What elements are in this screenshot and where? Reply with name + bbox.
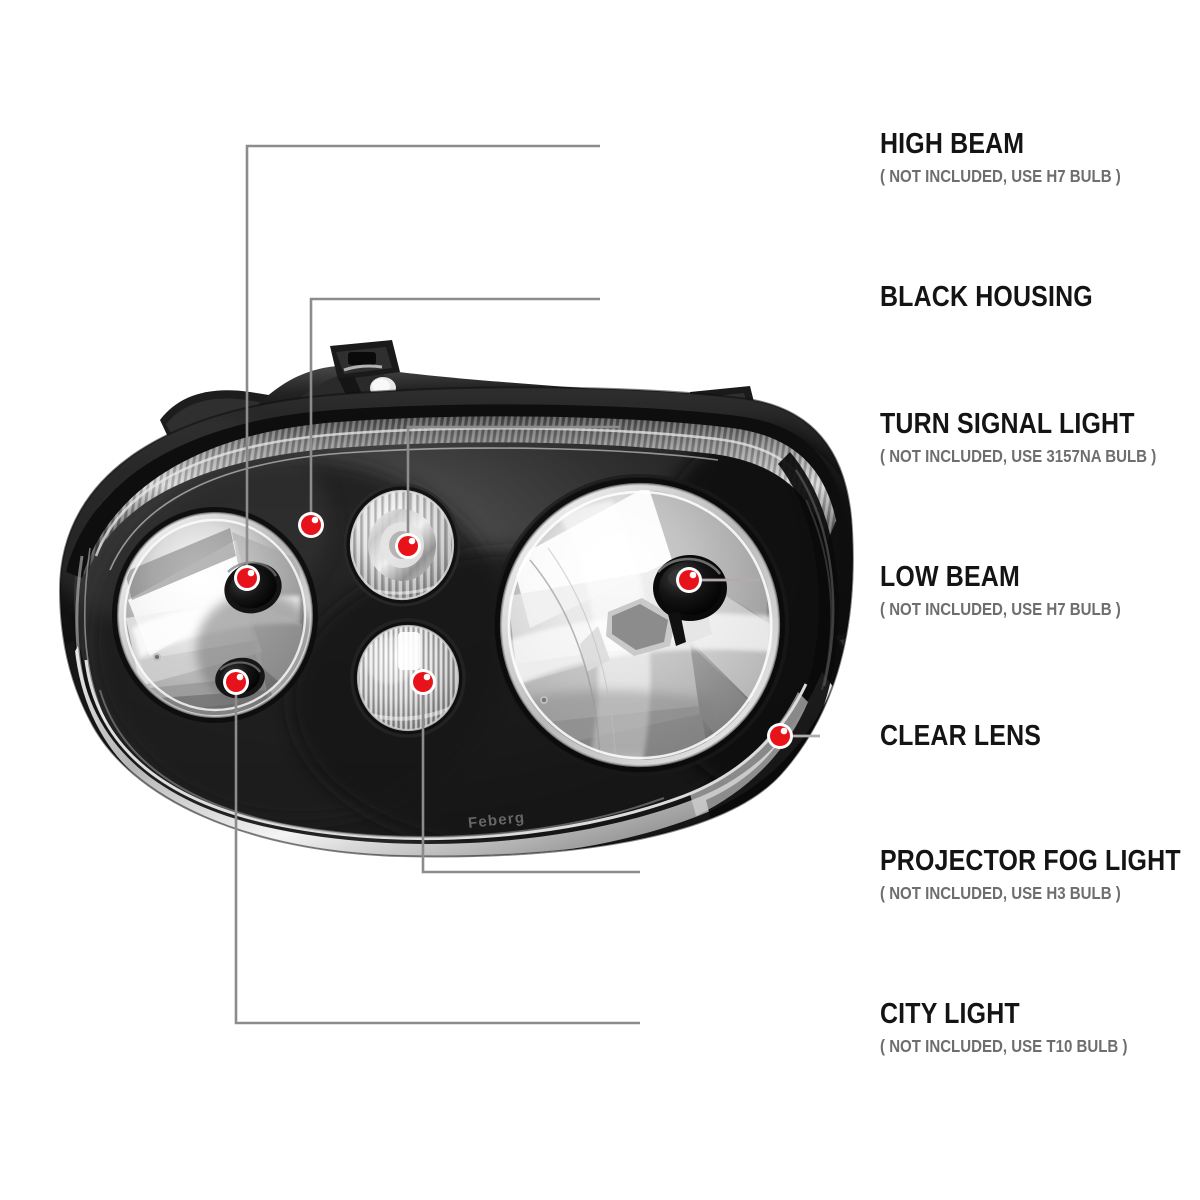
callout-sub-low-beam: ( NOT INCLUDED, USE H7 BULB ) (880, 599, 1121, 619)
low-beam-reflector (491, 474, 789, 776)
marker-dot-high-beam[interactable] (234, 565, 260, 591)
callout-title-high-beam: HIGH BEAM (880, 128, 1025, 160)
callout-black-housing: BLACK HOUSING (880, 283, 1128, 312)
leader-projector-fog (421, 688, 872, 874)
projector-fog-lens (350, 618, 466, 738)
callout-sub-high-beam: ( NOT INCLUDED, USE H7 BULB ) (880, 166, 1121, 186)
marker-dot-projector-fog[interactable] (410, 669, 436, 695)
marker-dot-low-beam[interactable] (676, 567, 702, 593)
callout-sub-turn-signal-light: ( NOT INCLUDED, USE 3157NA BULB ) (880, 446, 1157, 466)
callout-sub-city-light: ( NOT INCLUDED, USE T10 BULB ) (880, 1036, 1128, 1056)
callout-city-light: CITY LIGHT ( NOT INCLUDED, USE T10 BULB … (880, 1000, 1168, 1056)
marker-dot-clear-lens[interactable] (767, 723, 793, 749)
leader-turn-signal (406, 425, 872, 540)
callout-low-beam: LOW BEAM ( NOT INCLUDED, USE H7 BULB ) (880, 563, 1160, 619)
callout-turn-signal-light: TURN SIGNAL LIGHT ( NOT INCLUDED, USE 31… (880, 410, 1200, 466)
callout-title-city-light: CITY LIGHT (880, 998, 1020, 1030)
callout-projector-fog-light: PROJECTOR FOG LIGHT ( NOT INCLUDED, USE … (880, 847, 1200, 903)
callout-sub-projector-fog-light: ( NOT INCLUDED, USE H3 BULB ) (880, 883, 1121, 903)
top-lens-band (66, 404, 844, 578)
headlight-housing (58, 386, 854, 858)
marker-dot-city-light[interactable] (223, 669, 249, 695)
callout-title-turn-signal-light: TURN SIGNAL LIGHT (880, 408, 1135, 440)
mounting-tab-left (330, 340, 400, 416)
marker-dot-turn-signal[interactable] (395, 533, 421, 559)
callout-clear-lens: CLEAR LENS (880, 722, 1067, 751)
callout-title-black-housing: BLACK HOUSING (880, 281, 1093, 313)
leader-high-beam (245, 144, 872, 572)
callout-title-clear-lens: CLEAR LENS (880, 720, 1042, 752)
callout-title-projector-fog-light: PROJECTOR FOG LIGHT (880, 845, 1181, 877)
marker-dot-black-housing[interactable] (298, 512, 324, 538)
callout-high-beam: HIGH BEAM ( NOT INCLUDED, USE H7 BULB ) (880, 130, 1160, 186)
callout-title-low-beam: LOW BEAM (880, 561, 1020, 593)
high-beam-reflector (112, 507, 318, 723)
leader-black-housing (309, 297, 872, 519)
leader-city-light (234, 688, 872, 1025)
